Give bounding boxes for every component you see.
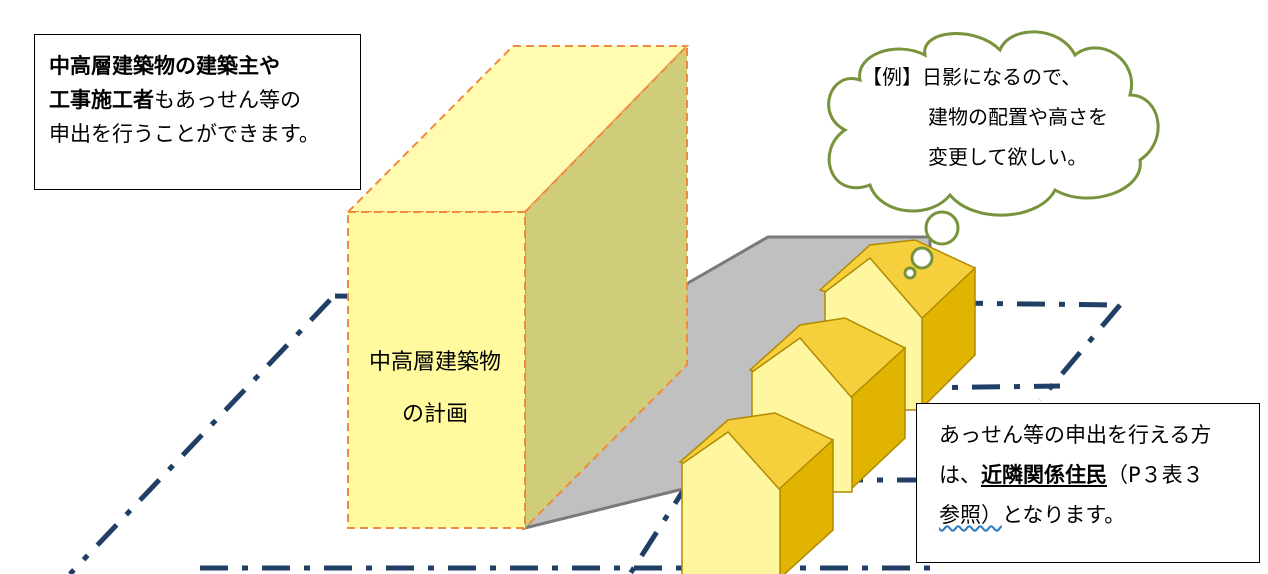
- note2-line2-bold: 近隣関係住民: [981, 463, 1107, 487]
- note2-line2-prefix: は、: [939, 463, 981, 487]
- cloud-line1: 【例】日影になるので、: [862, 65, 1082, 89]
- cloud-line2: 建物の配置や高さを: [928, 105, 1108, 129]
- boundary-line-left: [68, 298, 332, 574]
- thought-cloud: [827, 30, 1160, 280]
- note-line3: 申出を行うことができます。: [49, 122, 320, 146]
- note-line2-bold: 工事施工者: [49, 88, 154, 112]
- boundary-line-bottom-diag: [627, 478, 693, 574]
- note2-line3-rest: となります。: [1002, 503, 1126, 527]
- top-left-note: 中高層建築物の建築主や 工事施工者もあっせん等の 申出を行うことができます。: [34, 34, 361, 190]
- note-line1: 中高層建築物の建築主や: [49, 54, 280, 78]
- note2-line2-suffix: （P３表３: [1107, 463, 1204, 487]
- note2-line3-reference: 参照）: [939, 503, 1002, 527]
- note-line2-rest: もあっせん等の: [154, 88, 301, 112]
- building-front: [347, 211, 526, 529]
- building-label-line1: 中高層建築物: [368, 350, 501, 375]
- boundary-line-right: [1038, 303, 1122, 402]
- house-front: [678, 412, 835, 574]
- cloud-line3: 変更して欲しい。: [928, 145, 1088, 169]
- note2-line1: あっせん等の申出を行える方: [939, 423, 1212, 447]
- planned-building: [345, 43, 690, 531]
- bottom-right-note: あっせん等の申出を行える方 は、近隣関係住民（P３表３ 参照）となります。: [916, 403, 1260, 563]
- building-label-line2: の計画: [401, 402, 468, 427]
